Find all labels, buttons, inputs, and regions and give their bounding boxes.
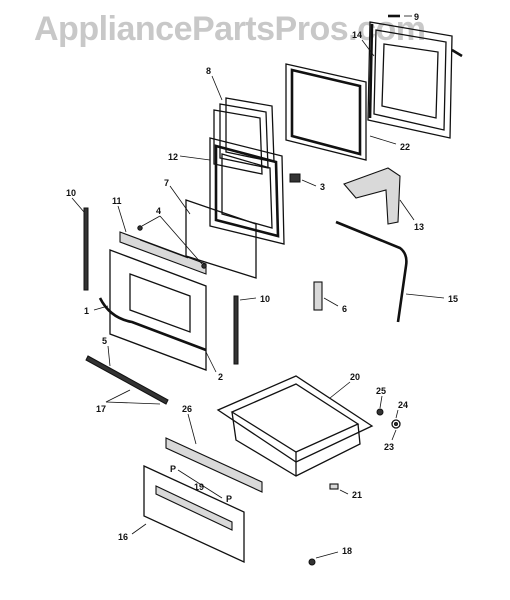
part-18-clip[interactable]	[308, 558, 316, 566]
part-14-door-frame[interactable]	[367, 21, 453, 139]
part-16-drawer-front[interactable]	[143, 464, 245, 564]
callout-23: 23	[384, 442, 394, 452]
part-21-clip[interactable]	[329, 483, 339, 490]
callout-21: 21	[352, 490, 362, 500]
part-22-window-frame[interactable]	[285, 63, 367, 161]
part-26-drawer-trim[interactable]	[165, 437, 263, 493]
callout-6: 6	[342, 304, 347, 314]
callout-19: 19	[194, 482, 204, 492]
callout-3: 3	[320, 182, 325, 192]
part-23-25-hardware[interactable]	[376, 408, 401, 429]
part-1-handle[interactable]	[98, 297, 207, 352]
part-8-glass[interactable]	[213, 97, 275, 175]
watermark-text: AppliancePartsPros.com	[34, 10, 426, 48]
part-10-side-trim-right[interactable]	[233, 295, 239, 365]
part-7-insulation-panel[interactable]	[185, 199, 257, 279]
part-2-outer-door[interactable]	[109, 249, 207, 371]
callout-11: 11	[112, 196, 122, 206]
callout-p-1: P	[170, 464, 176, 474]
callout-26: 26	[182, 404, 192, 414]
leader-lines	[71, 15, 445, 559]
callout-12: 12	[168, 152, 178, 162]
part-9-screw[interactable]	[388, 14, 463, 58]
callout-p-2: P	[226, 494, 232, 504]
callout-22: 22	[400, 142, 410, 152]
part-5-bottom-trim[interactable]	[85, 355, 169, 405]
callout-13: 13	[414, 222, 424, 232]
part-10-side-trim-left[interactable]	[83, 207, 89, 291]
part-6-pad[interactable]	[313, 281, 323, 311]
callout-10-right: 10	[260, 294, 270, 304]
callout-labels: 9 14 22 8 12 3 13 7 10 11 4 15 6 10 2 1 …	[66, 12, 458, 556]
callout-4: 4	[156, 206, 161, 216]
part-4-screws[interactable]	[137, 225, 207, 269]
part-13-insulation[interactable]	[343, 167, 401, 225]
callout-20: 20	[350, 372, 360, 382]
callout-15: 15	[448, 294, 458, 304]
callout-24: 24	[398, 400, 408, 410]
callout-9: 9	[414, 12, 419, 22]
callout-18: 18	[342, 546, 352, 556]
callout-7: 7	[164, 178, 169, 188]
callout-10-left: 10	[66, 188, 76, 198]
part-3-bracket[interactable]	[289, 173, 301, 183]
callout-1: 1	[84, 306, 89, 316]
callout-8: 8	[206, 66, 211, 76]
callout-14: 14	[352, 30, 362, 40]
callout-5: 5	[102, 336, 107, 346]
part-15-gasket[interactable]	[335, 220, 408, 323]
callout-25: 25	[376, 386, 386, 396]
callout-17: 17	[96, 404, 106, 414]
callout-16: 16	[118, 532, 128, 542]
callout-2: 2	[218, 372, 223, 382]
part-12-inner-door[interactable]	[209, 137, 285, 245]
part-20-drawer[interactable]	[216, 375, 374, 477]
part-11-vent[interactable]	[119, 231, 207, 275]
